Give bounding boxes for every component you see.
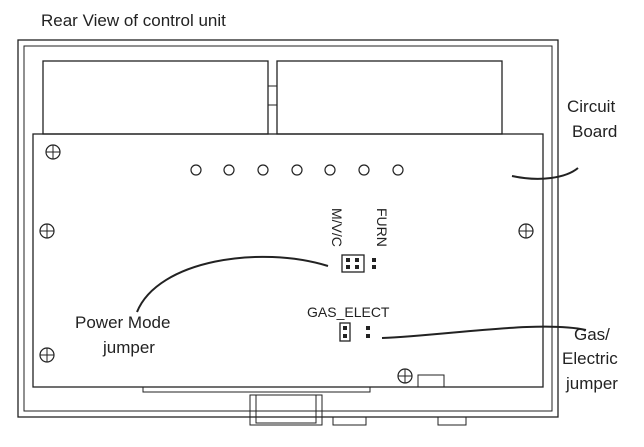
screw-icon — [45, 144, 61, 160]
power-mode-callout: Power Mode jumper — [75, 313, 170, 357]
callout-line: Board — [572, 122, 617, 141]
terminal-hole — [291, 164, 303, 176]
gas-electric-jumper: GAS_ELECT — [307, 304, 390, 342]
terminal-hole — [392, 164, 404, 176]
edge-connector — [142, 386, 371, 393]
bottom-port — [332, 417, 367, 426]
terminal-holes — [190, 164, 404, 176]
board-tab — [417, 374, 445, 387]
callout-line: Circuit — [567, 97, 615, 116]
compartment-right — [276, 60, 503, 135]
screw-icon — [397, 368, 413, 384]
screw-icon — [39, 347, 55, 363]
callout-line: Electric — [562, 349, 618, 368]
gas-electric-callout: Gas/ Electric jumper — [562, 325, 618, 393]
terminal-hole — [358, 164, 370, 176]
diagram-title: Rear View of control unit — [41, 11, 226, 30]
power-mode-leader — [136, 255, 329, 313]
circuit-board-leader — [511, 167, 579, 180]
terminal-hole — [223, 164, 235, 176]
mvc-label: M/V/C — [329, 208, 345, 247]
unit-housing — [17, 39, 559, 418]
terminal-hole — [190, 164, 202, 176]
gas-electric-leader — [381, 325, 587, 339]
terminal-hole — [324, 164, 336, 176]
mounting-screws — [39, 144, 534, 384]
callout-line: jumper — [102, 338, 155, 357]
circuit-board — [32, 133, 544, 393]
bottom-port — [437, 417, 467, 426]
compartment-left — [42, 60, 269, 135]
callout-line: Power Mode — [75, 313, 170, 332]
top-compartments — [42, 60, 503, 135]
bottom-connectors — [249, 394, 467, 426]
compartment-clip — [267, 85, 278, 106]
power-mode-jumper: M/V/C FURN — [329, 208, 390, 273]
callout-line: jumper — [565, 374, 618, 393]
circuit-board-callout: Circuit Board — [567, 97, 617, 141]
gas-elect-label: GAS_ELECT — [307, 304, 390, 320]
furn-label: FURN — [374, 208, 390, 247]
screw-icon — [39, 223, 55, 239]
screw-icon — [518, 223, 534, 239]
callout-line: Gas/ — [574, 325, 610, 344]
bottom-port — [249, 394, 323, 426]
terminal-hole — [257, 164, 269, 176]
